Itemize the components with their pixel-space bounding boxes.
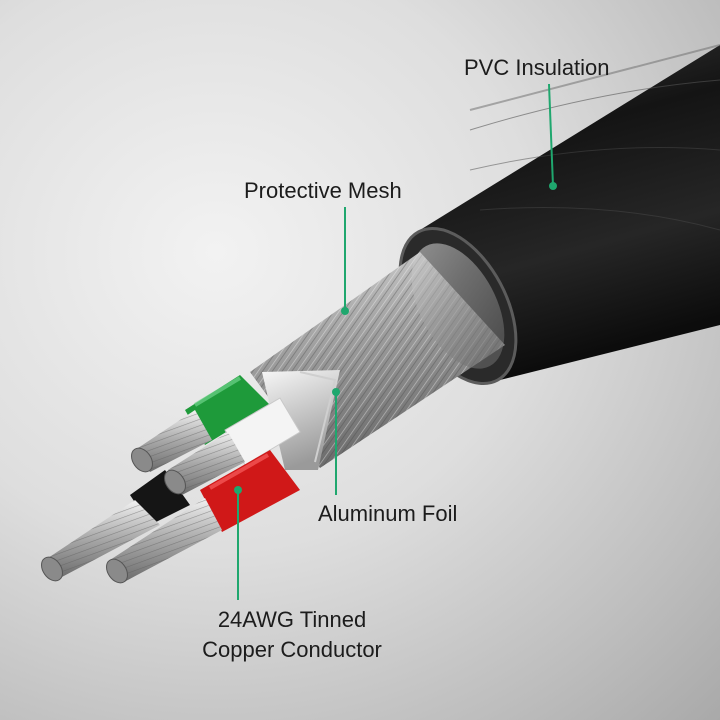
label-conductor-line2: Copper Conductor: [202, 637, 382, 662]
aluminum-foil-layer: [262, 370, 340, 470]
white-wire: [164, 397, 301, 495]
callout-line-pvc: [548, 83, 554, 187]
callout-lines: [234, 83, 557, 600]
label-pvc-insulation: PVC Insulation: [464, 55, 610, 80]
label-aluminum-foil: Aluminum Foil: [318, 501, 458, 526]
label-protective-mesh: Protective Mesh: [244, 178, 402, 203]
callout-dot-mesh: [341, 307, 349, 315]
green-wire: [131, 375, 270, 473]
callout-dot-conductor: [234, 486, 242, 494]
red-wire: [106, 450, 300, 584]
callout-dot-foil: [332, 388, 340, 396]
black-wire: [41, 470, 190, 582]
label-conductor-line1: 24AWG Tinned: [217, 607, 367, 632]
label-conductor: 24AWG Tinned Copper Conductor: [186, 605, 398, 665]
callout-dot-pvc: [549, 182, 557, 190]
inner-wires: [41, 375, 301, 584]
